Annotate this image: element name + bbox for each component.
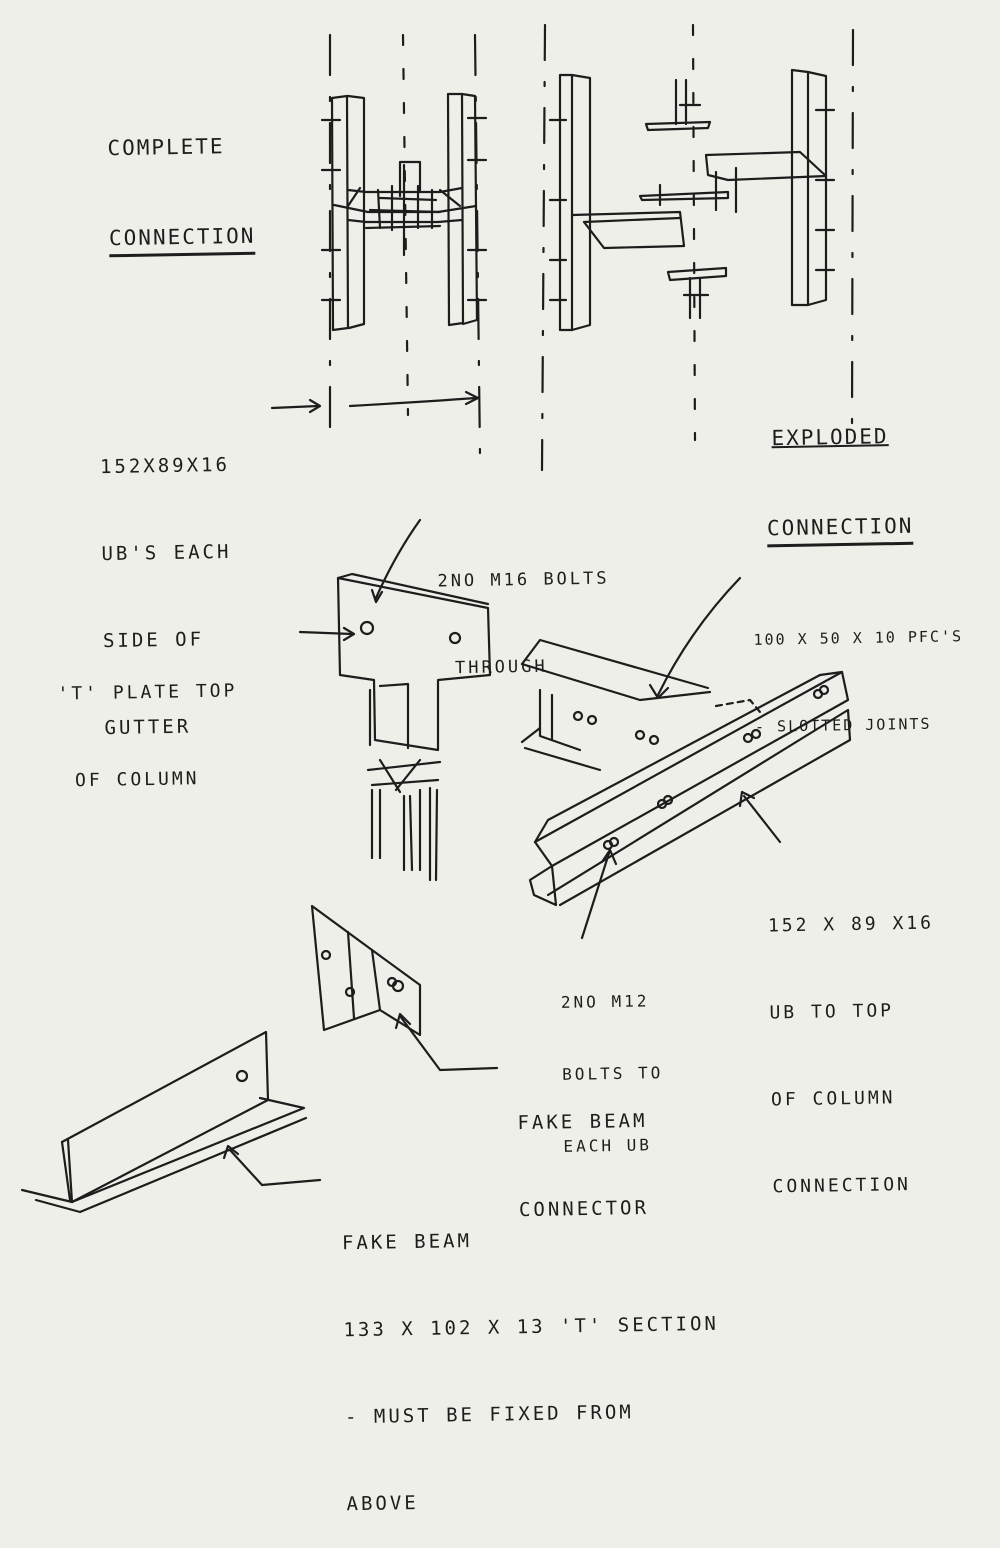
label-line: CONNECTION [772,1174,912,1198]
t-plate-drawing [298,518,492,882]
label-line: - SLOTTED JOINTS [754,714,932,736]
label-line: - MUST BE FIXED FROM [344,1401,634,1429]
title-line: EXPLODED [771,424,889,451]
title-line: COMPLETE [107,134,225,161]
bolts-through-label: 2NO M16 BOLTS THROUGH [436,507,612,713]
label-line: 152 X 89 X16 [767,912,935,937]
label-line: FAKE BEAM [341,1230,473,1255]
label-line: 'T' PLATE TOP [57,680,238,705]
title-line: CONNECTION [766,510,914,548]
title-line: CONNECTION [108,220,256,258]
ub-top-of-column-label: 152 X 89 X16 UB TO TOP OF COLUMN CONNECT… [767,851,940,1231]
exploded-connection-title: EXPLODED CONNECTION [766,361,914,577]
fake-beam-connector-drawing [310,904,499,1072]
complete-connection-drawing [320,33,488,457]
ub-gutter-arrows [270,390,480,414]
label-line: UB TO TOP [769,1000,895,1024]
label-line: UB'S EACH [101,540,232,566]
label-line: OF COLUMN [770,1087,896,1111]
label-line: 2NO M16 BOLTS [437,568,610,592]
t-plate-label: 'T' PLATE TOP OF COLUMN [56,618,239,824]
label-line: OF COLUMN [74,768,200,792]
pfc-label: 100 X 50 X 10 PFC'S - SLOTTED JOINTS [752,564,965,771]
pfc-ub-drawing [520,576,852,940]
label-line: 100 X 50 X 10 PFC'S [753,627,964,649]
label-line: ABOVE [346,1491,419,1516]
label-line: THROUGH [454,656,548,679]
complete-connection-title: COMPLETE CONNECTION [106,71,256,288]
label-line: 2NO M12 [560,991,650,1012]
label-line: FAKE BEAM [517,1109,648,1135]
fake-beam-drawing [20,1030,322,1214]
sketch-drawing [20,23,855,1214]
label-line: 133 X 102 X 13 'T' SECTION [343,1312,720,1342]
fake-beam-label: FAKE BEAM 133 X 102 X 13 'T' SECTION - M… [341,1165,723,1548]
label-line: 152X89X16 [99,453,231,479]
exploded-connection-drawing [540,23,855,472]
